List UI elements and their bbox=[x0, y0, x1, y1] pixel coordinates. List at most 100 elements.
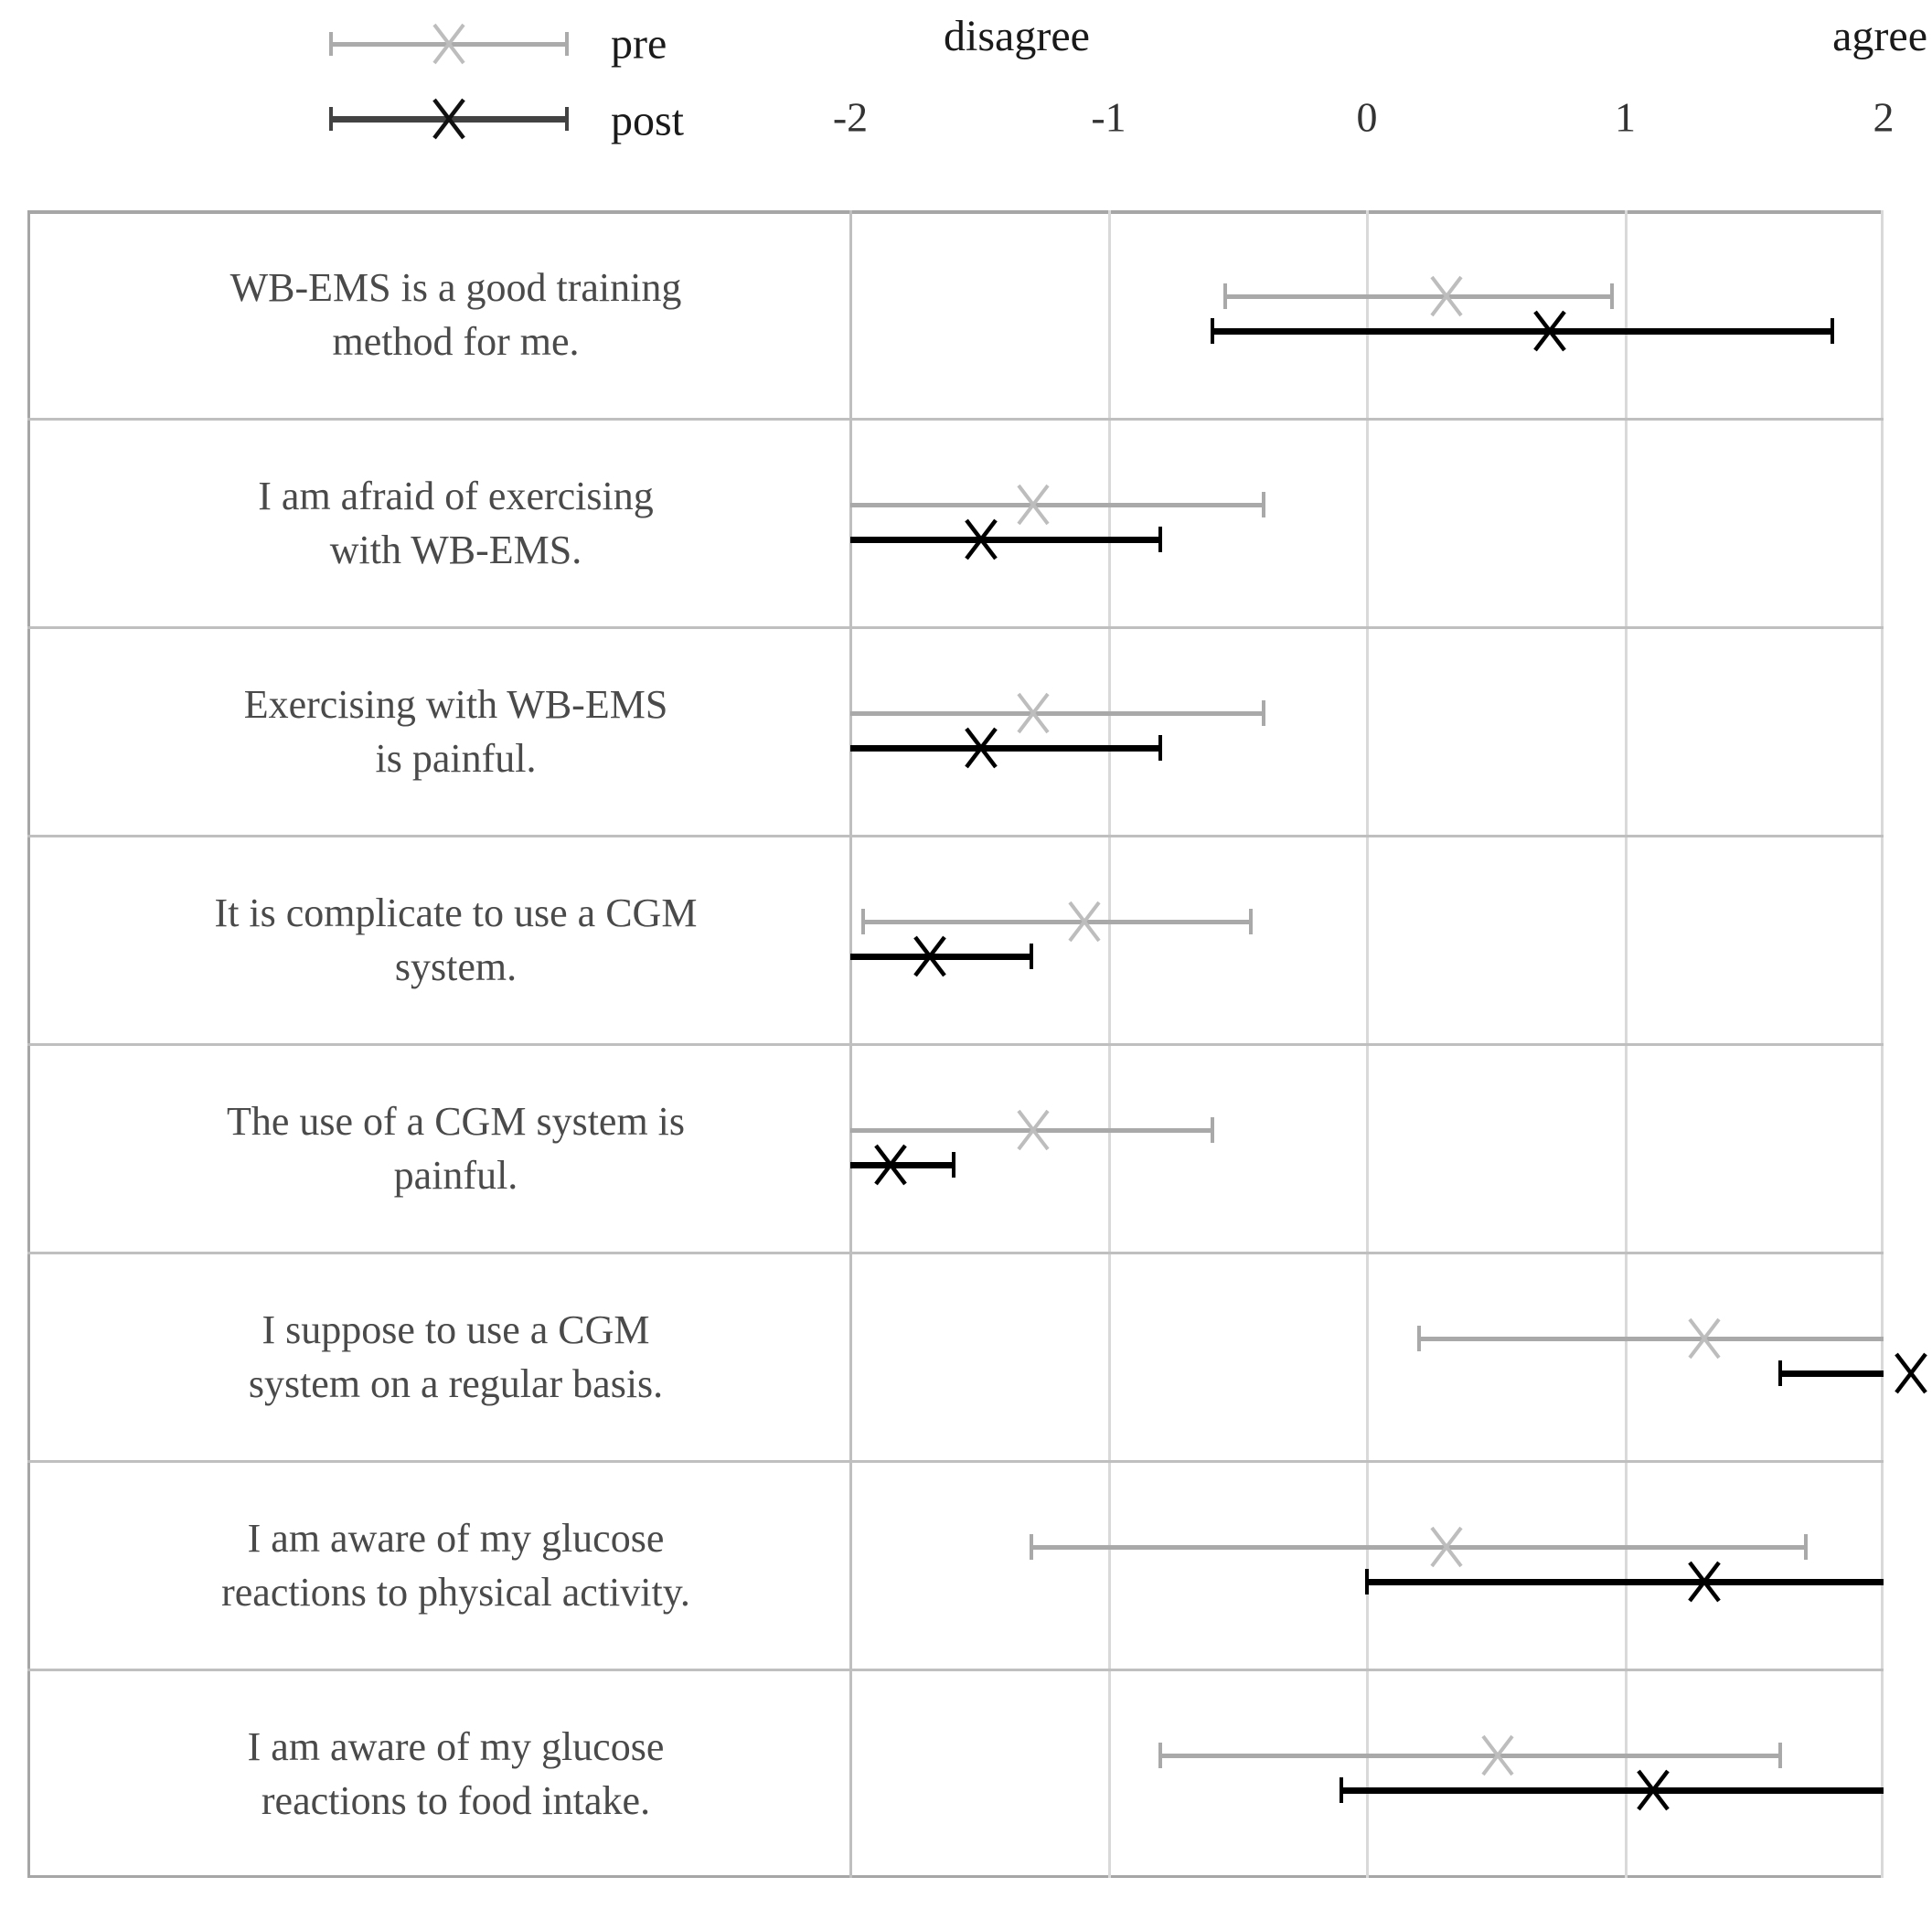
axis-label-disagree: disagree bbox=[944, 12, 1090, 60]
post-x-marker bbox=[965, 727, 998, 769]
pre-error-bar bbox=[1224, 293, 1613, 299]
pre-error-bar bbox=[863, 919, 1251, 924]
post-x-marker bbox=[965, 518, 998, 560]
statement-line: Exercising with WB-EMS bbox=[243, 682, 668, 727]
post-error-bar bbox=[1780, 1370, 1884, 1377]
pre-error-cap-left bbox=[1416, 1326, 1421, 1351]
pre-error-cap-right bbox=[1804, 1534, 1809, 1560]
post-error-bar bbox=[1367, 1578, 1884, 1585]
pre-error-cap-right bbox=[1778, 1743, 1782, 1768]
legend-label-pre: pre bbox=[611, 19, 667, 69]
post-error-bar bbox=[1212, 327, 1832, 335]
post-error-bar bbox=[850, 953, 1031, 960]
pre-error-bar bbox=[1160, 1753, 1780, 1758]
tick-label-2: 2 bbox=[1873, 93, 1895, 141]
post-error-bar bbox=[850, 536, 1160, 543]
table-border-top bbox=[27, 210, 1884, 214]
row-separator bbox=[27, 835, 1884, 837]
table-border-bottom bbox=[27, 1875, 1884, 1878]
pre-error-bar bbox=[1418, 1336, 1884, 1341]
axis-label-agree: agree bbox=[1832, 12, 1927, 60]
pre-x-marker bbox=[1016, 484, 1050, 526]
row-separator bbox=[27, 1460, 1884, 1463]
legend-sample-pre-marker bbox=[432, 23, 465, 65]
tick-label--1: -1 bbox=[1091, 93, 1126, 141]
post-x-marker bbox=[1532, 310, 1566, 352]
tick-label-0: 0 bbox=[1356, 93, 1378, 141]
legend-sample-pre-cap-left bbox=[329, 32, 333, 56]
statement-line: painful. bbox=[393, 1153, 518, 1198]
statement-line: It is complicate to use a CGM bbox=[214, 891, 698, 935]
pre-error-cap-right bbox=[1210, 1117, 1214, 1143]
row-separator bbox=[27, 626, 1884, 629]
post-x-marker bbox=[1688, 1561, 1721, 1603]
pre-error-cap-left bbox=[1222, 283, 1227, 309]
pre-x-marker bbox=[1429, 275, 1463, 317]
statement-line: reactions to food intake. bbox=[261, 1778, 651, 1823]
post-x-marker bbox=[1895, 1352, 1927, 1394]
pre-x-marker bbox=[1068, 901, 1101, 943]
statement-line: I am afraid of exercising bbox=[258, 474, 654, 518]
tick-label--2: -2 bbox=[832, 93, 869, 141]
statement-line: I am aware of my glucose bbox=[247, 1724, 665, 1769]
legend-label-post: post bbox=[611, 96, 685, 145]
pre-error-cap-left bbox=[861, 909, 866, 934]
statement-line: with WB-EMS. bbox=[329, 528, 582, 572]
tick-label-1: 1 bbox=[1615, 93, 1636, 141]
statement-line: I am aware of my glucose bbox=[247, 1516, 665, 1561]
pre-x-marker bbox=[1429, 1526, 1463, 1568]
post-x-marker bbox=[1636, 1769, 1670, 1811]
statement-line: is painful. bbox=[375, 736, 537, 781]
statement-label: I am afraid of exercising with WB-EMS. bbox=[27, 419, 850, 627]
pre-error-cap-left bbox=[1158, 1743, 1162, 1768]
pre-error-bar bbox=[850, 502, 1264, 507]
row-separator bbox=[27, 1252, 1884, 1254]
statement-label: I am aware of my glucose reactions to foo… bbox=[27, 1669, 850, 1878]
post-error-cap-right bbox=[1830, 318, 1834, 344]
statement-label: I am aware of my glucose reactions to phy… bbox=[27, 1461, 850, 1669]
pre-error-bar bbox=[1030, 1544, 1807, 1550]
post-error-bar bbox=[850, 1161, 954, 1168]
post-error-cap-right bbox=[1029, 944, 1033, 969]
post-error-cap-left bbox=[1210, 318, 1214, 344]
legend-sample-pre bbox=[329, 23, 569, 65]
pre-error-cap-left bbox=[1029, 1534, 1033, 1560]
pre-error-cap-right bbox=[1262, 492, 1265, 517]
legend-sample-post-cap-left bbox=[329, 107, 333, 131]
post-x-marker bbox=[913, 935, 946, 977]
pre-error-bar bbox=[850, 710, 1264, 716]
post-error-cap-left bbox=[1778, 1360, 1782, 1386]
post-error-cap-left bbox=[1365, 1569, 1369, 1594]
statement-line: WB-EMS is a good training bbox=[229, 265, 682, 310]
row-separator bbox=[27, 1669, 1884, 1671]
pre-x-marker bbox=[1016, 692, 1050, 734]
statement-line: system. bbox=[394, 944, 518, 989]
statement-line: I suppose to use a CGM bbox=[262, 1307, 650, 1352]
pre-error-cap-right bbox=[1248, 909, 1253, 934]
legend-sample-post-marker bbox=[432, 98, 465, 140]
pre-x-marker bbox=[1688, 1317, 1721, 1360]
statement-line: reactions to physical activity. bbox=[221, 1570, 690, 1615]
row-separator bbox=[27, 1043, 1884, 1046]
statement-line: The use of a CGM system is bbox=[226, 1099, 686, 1144]
post-error-cap-right bbox=[952, 1152, 955, 1178]
post-error-cap-right bbox=[1158, 735, 1162, 761]
post-error-bar bbox=[850, 744, 1160, 752]
pre-error-cap-right bbox=[1262, 700, 1265, 726]
post-error-cap-right bbox=[1158, 527, 1162, 552]
pre-error-cap-right bbox=[1610, 283, 1615, 309]
post-error-bar bbox=[1340, 1786, 1884, 1794]
statement-label: Exercising with WB-EMS is painful. bbox=[27, 627, 850, 836]
post-error-cap-left bbox=[1339, 1777, 1343, 1803]
statement-label: The use of a CGM system is painful. bbox=[27, 1044, 850, 1253]
post-x-marker bbox=[874, 1144, 907, 1186]
pre-x-marker bbox=[1481, 1734, 1514, 1776]
legend-sample-post-cap-right bbox=[565, 107, 569, 131]
statement-label: It is complicate to use a CGM system. bbox=[27, 836, 850, 1044]
legend-sample-post bbox=[329, 98, 569, 140]
legend-sample-pre-cap-right bbox=[565, 32, 569, 56]
